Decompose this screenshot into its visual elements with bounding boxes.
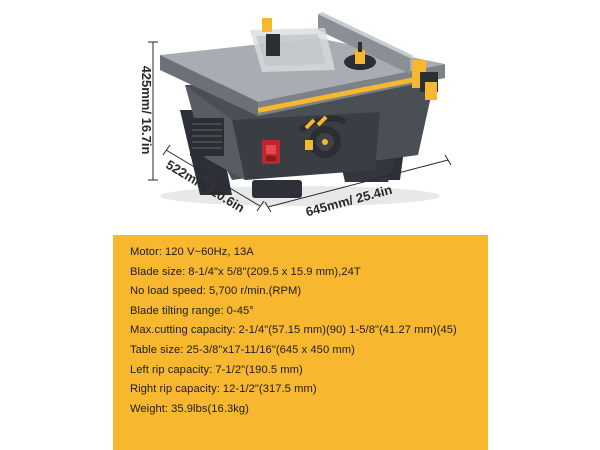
- table-saw-image: 425mm/ 16.7in 522mm/ 20.6in 645mm/ 25.4i…: [139, 12, 452, 219]
- height-arrow-icon: [148, 41, 158, 181]
- depth-arrow-icon: [162, 144, 265, 212]
- spec-label: Left rip capacity:: [130, 363, 213, 376]
- spec-right-rip: Right rip capacity:12-1/2"(317.5 mm): [130, 380, 488, 400]
- blade-guard: [250, 18, 335, 72]
- spec-value: 25-3/8"x17-11/16"(645 x 450 mm): [186, 343, 355, 356]
- spec-blade-size: Blade size:8-1/4"x 5/8"(209.5 x 15.9 mm)…: [130, 263, 488, 283]
- spec-value: 8-1/4"x 5/8"(209.5 x 15.9 mm),24T: [188, 265, 361, 278]
- spec-no-load-speed: No load speed:5,700 r/min.(RPM): [130, 282, 488, 302]
- spec-value: 120 V~60Hz, 13A: [165, 246, 254, 258]
- rip-fence: [318, 12, 438, 100]
- spec-value: 35.9lbs(16.3kg): [171, 402, 249, 415]
- spec-value: 2-1/4"(57.15 mm)(90) 1-5/8"(41.27 mm)(45…: [238, 324, 457, 337]
- height-dimension-label: 425mm/ 16.7in: [139, 66, 154, 155]
- spec-label: Table size:: [130, 343, 184, 356]
- spec-list: Motor:120 V~60Hz, 13A Blade size:8-1/4"x…: [113, 235, 488, 419]
- spec-value: 0-45°: [226, 304, 254, 317]
- spec-value: 7-1/2"(190.5 mm): [215, 363, 303, 376]
- spec-weight: Weight:35.9lbs(16.3kg): [130, 400, 488, 420]
- product-figure: 425mm/ 16.7in 522mm/ 20.6in 645mm/ 25.4i…: [139, 12, 452, 219]
- width-arrow-icon: [264, 154, 452, 213]
- spec-panel: Motor:120 V~60Hz, 13A Blade size:8-1/4"x…: [113, 235, 488, 450]
- spec-left-rip: Left rip capacity:7-1/2"(190.5 mm): [130, 361, 488, 381]
- spec-motor: Motor:120 V~60Hz, 13A: [130, 243, 488, 263]
- power-switch: [262, 140, 280, 164]
- spec-label: Blade tilting range:: [130, 304, 224, 317]
- spec-table-size: Table size:25-3/8"x17-11/16"(645 x 450 m…: [130, 341, 488, 361]
- spec-label: Motor:: [130, 246, 163, 258]
- spec-label: Weight:: [130, 402, 169, 415]
- spec-value: 12-1/2"(317.5 mm): [222, 383, 317, 396]
- spec-label: Max.cutting capacity:: [130, 324, 236, 337]
- spec-max-cutting: Max.cutting capacity:2-1/4"(57.15 mm)(90…: [130, 321, 488, 341]
- bevel-wheel: [298, 115, 347, 158]
- spec-blade-tilt: Blade tilting range:0-45°: [130, 302, 488, 322]
- spec-label: Right rip capacity:: [130, 383, 220, 396]
- spec-value: 5,700 r/min.(RPM): [208, 285, 302, 298]
- miter-gauge: [344, 42, 376, 70]
- spec-label: No load speed:: [130, 285, 206, 298]
- spec-label: Blade size:: [130, 265, 186, 278]
